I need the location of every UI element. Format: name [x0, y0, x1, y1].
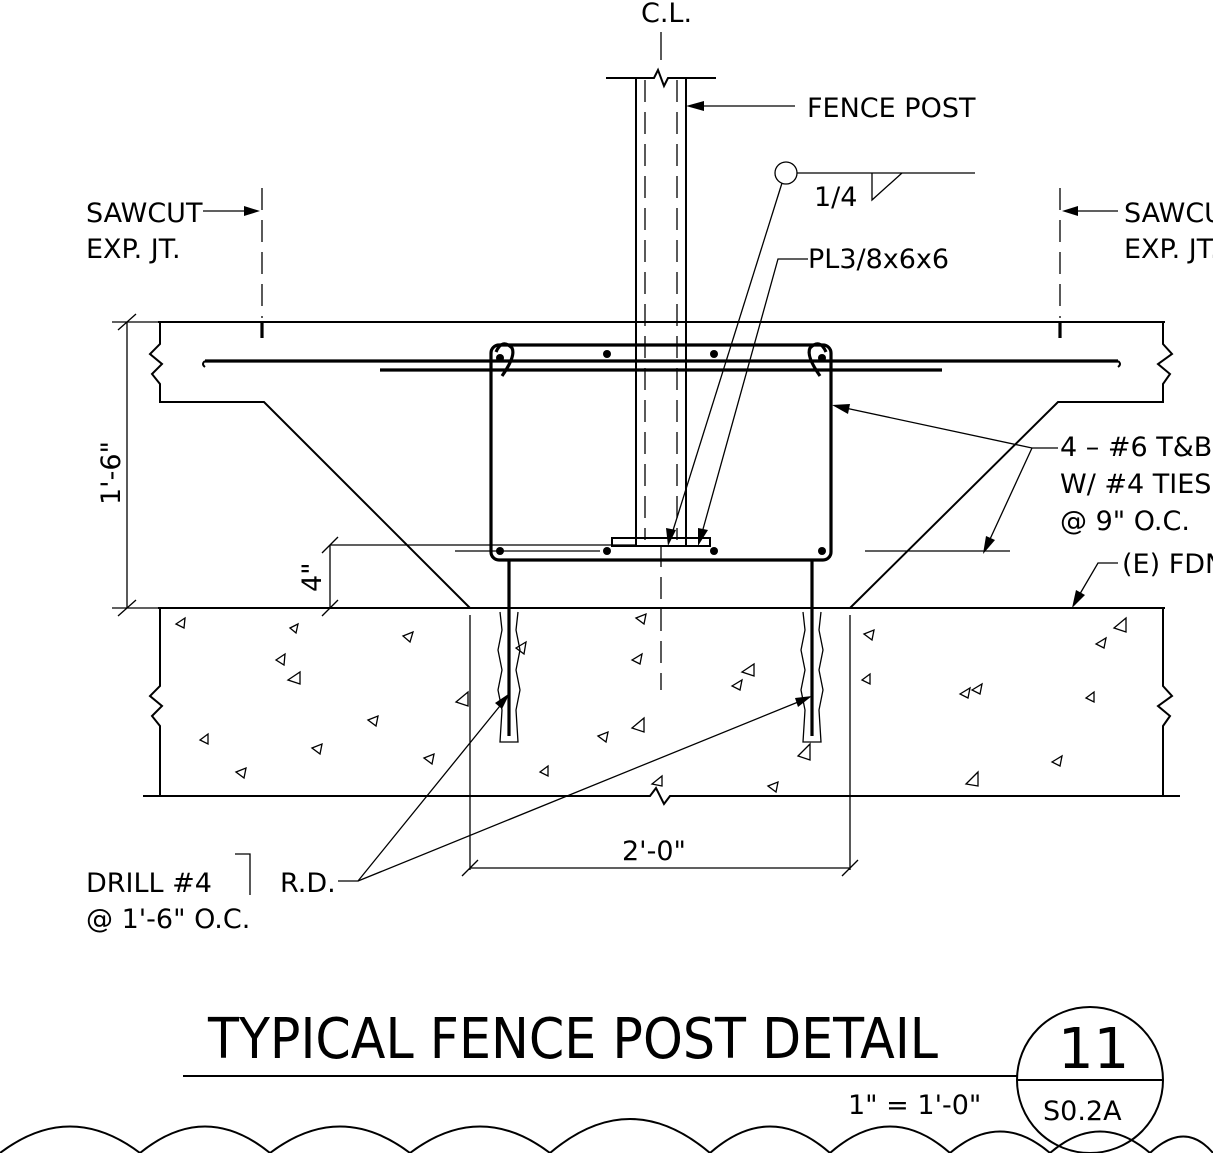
sawcut-left-label: SAWCUT — [86, 198, 203, 229]
drilled-dowels — [497, 560, 824, 743]
centerline-label: C.L. — [641, 0, 692, 29]
dimension-lines — [112, 313, 859, 877]
sawcut-right-label: SAWCUT — [1124, 198, 1213, 229]
drill-rd-label: R.D. — [280, 868, 336, 899]
width-dimension: 2'-0" — [622, 836, 686, 867]
fence-post — [606, 32, 716, 690]
concrete-slab — [148, 188, 1174, 609]
rebar-label-3: @ 9" O.C. — [1060, 506, 1190, 537]
rebar-label-2: W/ #4 TIES — [1060, 469, 1211, 500]
cover-dimension: 4" — [297, 562, 328, 592]
detail-title: TYPICAL FENCE POST DETAIL — [207, 1007, 938, 1072]
rebar-cage — [455, 342, 1010, 562]
detail-scale: 1" = 1'-0" — [848, 1090, 981, 1121]
detail-number: 11 — [1058, 1017, 1129, 1082]
drill-label-2: @ 1'-6" O.C. — [86, 904, 250, 935]
drill-label-1: DRILL #4 — [86, 868, 212, 899]
weld-size-label: 1/4 — [814, 182, 857, 213]
title-block: TYPICAL FENCE POST DETAIL 1" = 1'-0" 11 … — [183, 1006, 1164, 1153]
fence-post-label: FENCE POST — [807, 93, 976, 124]
sheet-number: S0.2A — [1043, 1096, 1122, 1127]
leaders — [203, 101, 1118, 895]
existing-foundation-label: (E) FDN — [1122, 549, 1213, 580]
revision-cloud — [0, 1118, 1213, 1153]
plate-label: PL3/8x6x6 — [808, 244, 949, 275]
sawcut-right-label-2: EXP. JT. — [1124, 234, 1213, 265]
existing-foundation — [143, 607, 1180, 870]
rebar-label-1: 4 – #6 T&B — [1060, 432, 1212, 463]
depth-dimension: 1'-6" — [96, 441, 127, 505]
sawcut-left-label-2: EXP. JT. — [86, 234, 181, 265]
